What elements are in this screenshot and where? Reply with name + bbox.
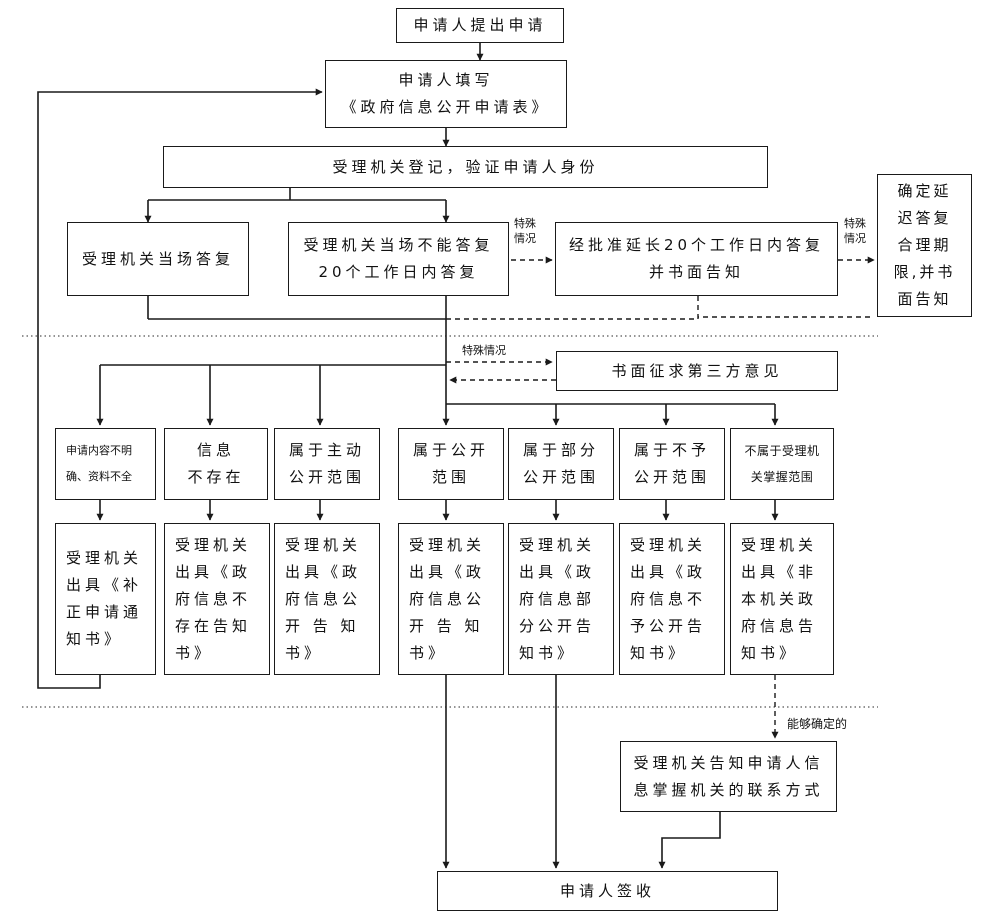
arrow-contact-to-sign	[658, 812, 721, 869]
node-sign-receipt: 申请人签收	[437, 871, 778, 911]
node-partial-scope: 属于部分 公开范围	[508, 428, 614, 500]
node-notice-not-held: 受理机关 出具《非 本机关政 府信息告 知书》	[730, 523, 834, 675]
node-extend-20-days: 经批准延长20个工作日内答复 并书面告知	[555, 222, 838, 296]
node-reply-20-days: 受理机关当场不能答复 20个工作日内答复	[288, 222, 509, 296]
node-reply-on-spot: 受理机关当场答复	[67, 222, 249, 296]
label-special-case-c: 特殊情况	[462, 343, 506, 358]
node-not-exist: 信息 不存在	[164, 428, 268, 500]
node-public-scope: 属于公开 范围	[398, 428, 504, 500]
line-extend-merge	[446, 296, 699, 320]
node-not-public-scope: 属于不予 公开范围	[619, 428, 725, 500]
node-inform-contact: 受理机关告知申请人信 息掌握机关的联系方式	[620, 741, 837, 812]
node-delayed-reply: 确定延 迟答复 合理期 限,并书 面告知	[877, 174, 972, 317]
node-notice-not-exist: 受理机关 出具《政 府信息不 存在告知 书》	[164, 523, 270, 675]
node-active-disclosure: 属于主动 公开范围	[274, 428, 380, 500]
node-third-party: 书面征求第三方意见	[556, 351, 838, 391]
label-special-case-b: 特殊 情况	[844, 216, 866, 246]
node-not-held-scope: 不属于受理机 关掌握范围	[730, 428, 834, 500]
loop-correction-to-form	[37, 88, 323, 689]
node-apply: 申请人提出申请	[396, 8, 564, 43]
node-notice-partial: 受理机关 出具《政 府信息部 分公开告 知书》	[508, 523, 614, 675]
node-notice-public: 受理机关 出具《政 府信息公 开 告 知 书》	[398, 523, 504, 675]
node-notice-active: 受理机关 出具《政 府信息公 开 告 知 书》	[274, 523, 380, 675]
node-notice-not-public: 受理机关 出具《政 府信息不 予公开告 知书》	[619, 523, 725, 675]
label-determinable: 能够确定的	[787, 717, 848, 732]
node-unclear: 申请内容不明 确、资料不全	[55, 428, 156, 500]
node-register: 受理机关登记，验证申请人身份	[163, 146, 768, 188]
node-fill-form: 申请人填写 《政府信息公开申请表》	[325, 60, 567, 128]
node-notice-correction: 受理机关 出具《补 正申请通 知书》	[55, 523, 156, 675]
label-special-case-a: 特殊 情况	[514, 216, 536, 246]
